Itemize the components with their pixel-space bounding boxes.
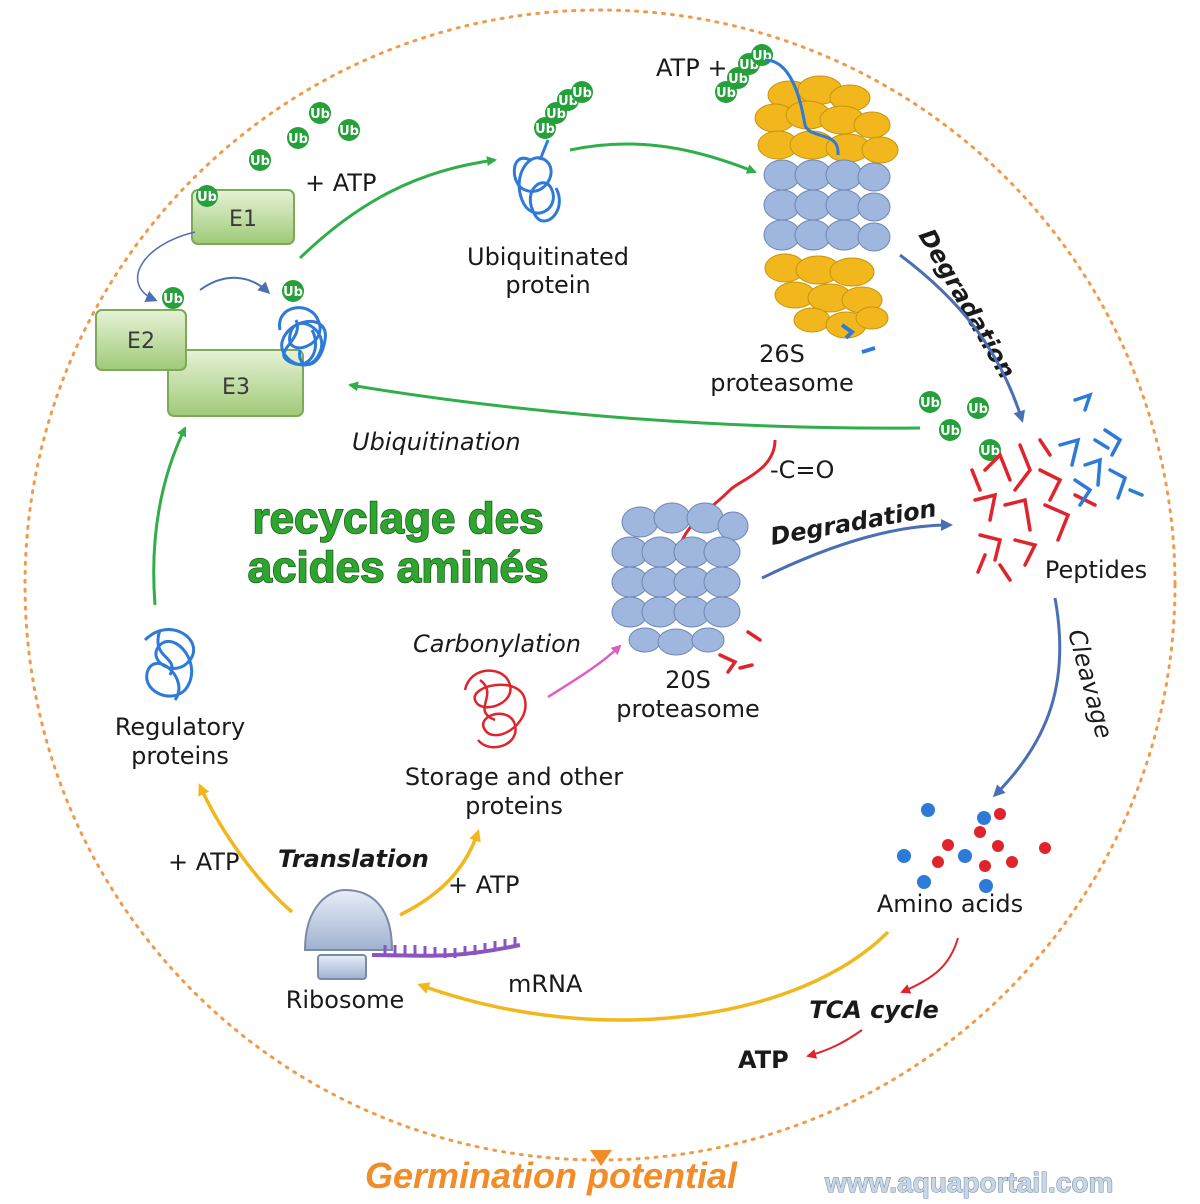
ubiquitinated-label-line1: Ubiquitinated bbox=[467, 243, 629, 271]
ubiquitin-recycling-arrow bbox=[348, 381, 921, 430]
e1-to-e2-arrow bbox=[136, 231, 196, 302]
website-label: www.aquaportail.com bbox=[824, 1167, 1113, 1198]
storage-label-line1: Storage and other bbox=[405, 763, 623, 791]
storage-protein-coil-icon bbox=[463, 669, 527, 749]
atp-right-label: + ATP bbox=[448, 871, 519, 899]
ubiquitinated-label-line2: protein bbox=[505, 271, 590, 299]
germination-label: Germination potential bbox=[365, 1155, 738, 1196]
protein-to-26s-arrow bbox=[569, 142, 757, 174]
regulatory-label-line1: Regulatory bbox=[115, 713, 245, 741]
mrna-label: mRNA bbox=[508, 970, 583, 998]
proteasome-20s-icon bbox=[611, 502, 749, 656]
amino-acid-dots-icon bbox=[897, 803, 1051, 893]
cleavage-arrow bbox=[992, 597, 1062, 798]
cycle-border bbox=[23, 8, 1177, 1162]
proteasome20-label-line1: 20S bbox=[665, 666, 711, 694]
svg-text:Ub: Ub bbox=[940, 424, 960, 439]
title-line2: acides aminés bbox=[248, 543, 549, 592]
e1-atp-label: + ATP bbox=[305, 169, 376, 197]
e1-enzyme-box bbox=[191, 189, 295, 245]
proteasome-26s-fragment-icon bbox=[840, 323, 876, 354]
storage-label-line2: proteins bbox=[465, 792, 563, 820]
carbonylation-label: Carbonylation bbox=[413, 630, 581, 658]
atp-left-label: + ATP bbox=[168, 848, 239, 876]
proteasome26-label-line2: proteasome bbox=[710, 369, 853, 397]
svg-text:Ub: Ub bbox=[980, 444, 1000, 459]
proteasome-26s-substrate-icon bbox=[764, 58, 840, 156]
cleavage-label: Cleavage bbox=[1062, 626, 1118, 741]
svg-text:Ub: Ub bbox=[535, 122, 555, 137]
substrate-protein-coil-icon bbox=[278, 306, 327, 367]
mrna-icon bbox=[371, 937, 521, 958]
degradation-26s-arrow bbox=[899, 253, 1026, 423]
svg-text:Ub: Ub bbox=[288, 132, 308, 147]
svg-text:Ub: Ub bbox=[920, 396, 940, 411]
ubiquitin-cluster-icon: Ub Ub Ub Ub bbox=[249, 102, 360, 171]
ubiquitination-label: Ubiquitination bbox=[352, 428, 521, 456]
carbonylation-arrow bbox=[547, 644, 622, 699]
degradation-20s-arrow bbox=[761, 519, 953, 580]
svg-text:Ub: Ub bbox=[283, 285, 303, 300]
svg-text:Ub: Ub bbox=[197, 190, 217, 205]
germination-pointer-icon bbox=[590, 1150, 612, 1166]
peptide-fragments-icon bbox=[970, 392, 1144, 582]
ubiquitinated-protein-coil-icon bbox=[512, 139, 561, 223]
svg-text:Ub: Ub bbox=[572, 86, 592, 101]
e2-to-substrate-arrow bbox=[199, 276, 271, 295]
tca-to-atp-arrow bbox=[806, 1029, 863, 1059]
ubiquitination-to-protein-arrow bbox=[298, 156, 497, 260]
atp-ubiquitin-chain-icon: Ub Ub Ub Ub bbox=[715, 44, 773, 103]
translation-label: Translation bbox=[278, 845, 429, 873]
e2-ubiquitin-icon: Ub bbox=[162, 287, 184, 309]
substrate-ubiquitin-icon: Ub bbox=[282, 280, 304, 302]
proteasome-26s-icon bbox=[754, 75, 899, 339]
ribosome-icon bbox=[303, 888, 394, 980]
atp-output-label: ATP bbox=[738, 1046, 789, 1074]
regulatory-label-line2: proteins bbox=[131, 742, 229, 770]
tca-label: TCA cycle bbox=[809, 996, 939, 1024]
regulatory-protein-coil-icon bbox=[143, 628, 196, 701]
e3-enzyme-box bbox=[167, 349, 304, 417]
title-line1: recyclage des bbox=[252, 494, 543, 543]
e2-label: E2 bbox=[127, 329, 155, 354]
svg-text:Ub: Ub bbox=[163, 292, 183, 307]
e3-label: E3 bbox=[222, 375, 250, 400]
free-ubiquitin-icon: Ub Ub Ub Ub bbox=[919, 391, 1001, 461]
translation-to-regulatory-arrow bbox=[198, 783, 294, 914]
e1-label: E1 bbox=[229, 207, 257, 232]
degradation-top-label: Degradation bbox=[913, 224, 1021, 384]
svg-text:Ub: Ub bbox=[546, 107, 566, 122]
regulatory-to-ubiquitination-arrow bbox=[152, 426, 187, 606]
svg-text:Ub: Ub bbox=[339, 124, 359, 139]
peptides-label: Peptides bbox=[1045, 556, 1147, 584]
translation-to-storage-arrow bbox=[399, 829, 481, 917]
proteasome20-label-line2: proteasome bbox=[616, 695, 759, 723]
carbonyl-label: -C=O bbox=[770, 456, 834, 484]
atp-top-label: ATP + bbox=[656, 54, 727, 82]
amino-to-ribosome-arrow bbox=[417, 930, 890, 1022]
proteasome26-label-line1: 26S bbox=[759, 340, 805, 368]
svg-text:Ub: Ub bbox=[716, 86, 736, 101]
svg-text:Ub: Ub bbox=[968, 402, 988, 417]
svg-text:Ub: Ub bbox=[310, 107, 330, 122]
e1-ubiquitin-icon: Ub bbox=[196, 185, 218, 207]
ribosome-label: Ribosome bbox=[286, 986, 405, 1014]
ubiquitinated-chain-icon: Ub Ub Ub Ub bbox=[534, 81, 593, 139]
amino-to-tca-arrow bbox=[900, 937, 959, 994]
svg-text:Ub: Ub bbox=[250, 154, 270, 169]
amino-acids-label: Amino acids bbox=[877, 890, 1023, 918]
svg-text:Ub: Ub bbox=[728, 72, 748, 87]
proteasome-20s-fragment-icon bbox=[718, 630, 762, 674]
e2-enzyme-box bbox=[95, 309, 187, 371]
